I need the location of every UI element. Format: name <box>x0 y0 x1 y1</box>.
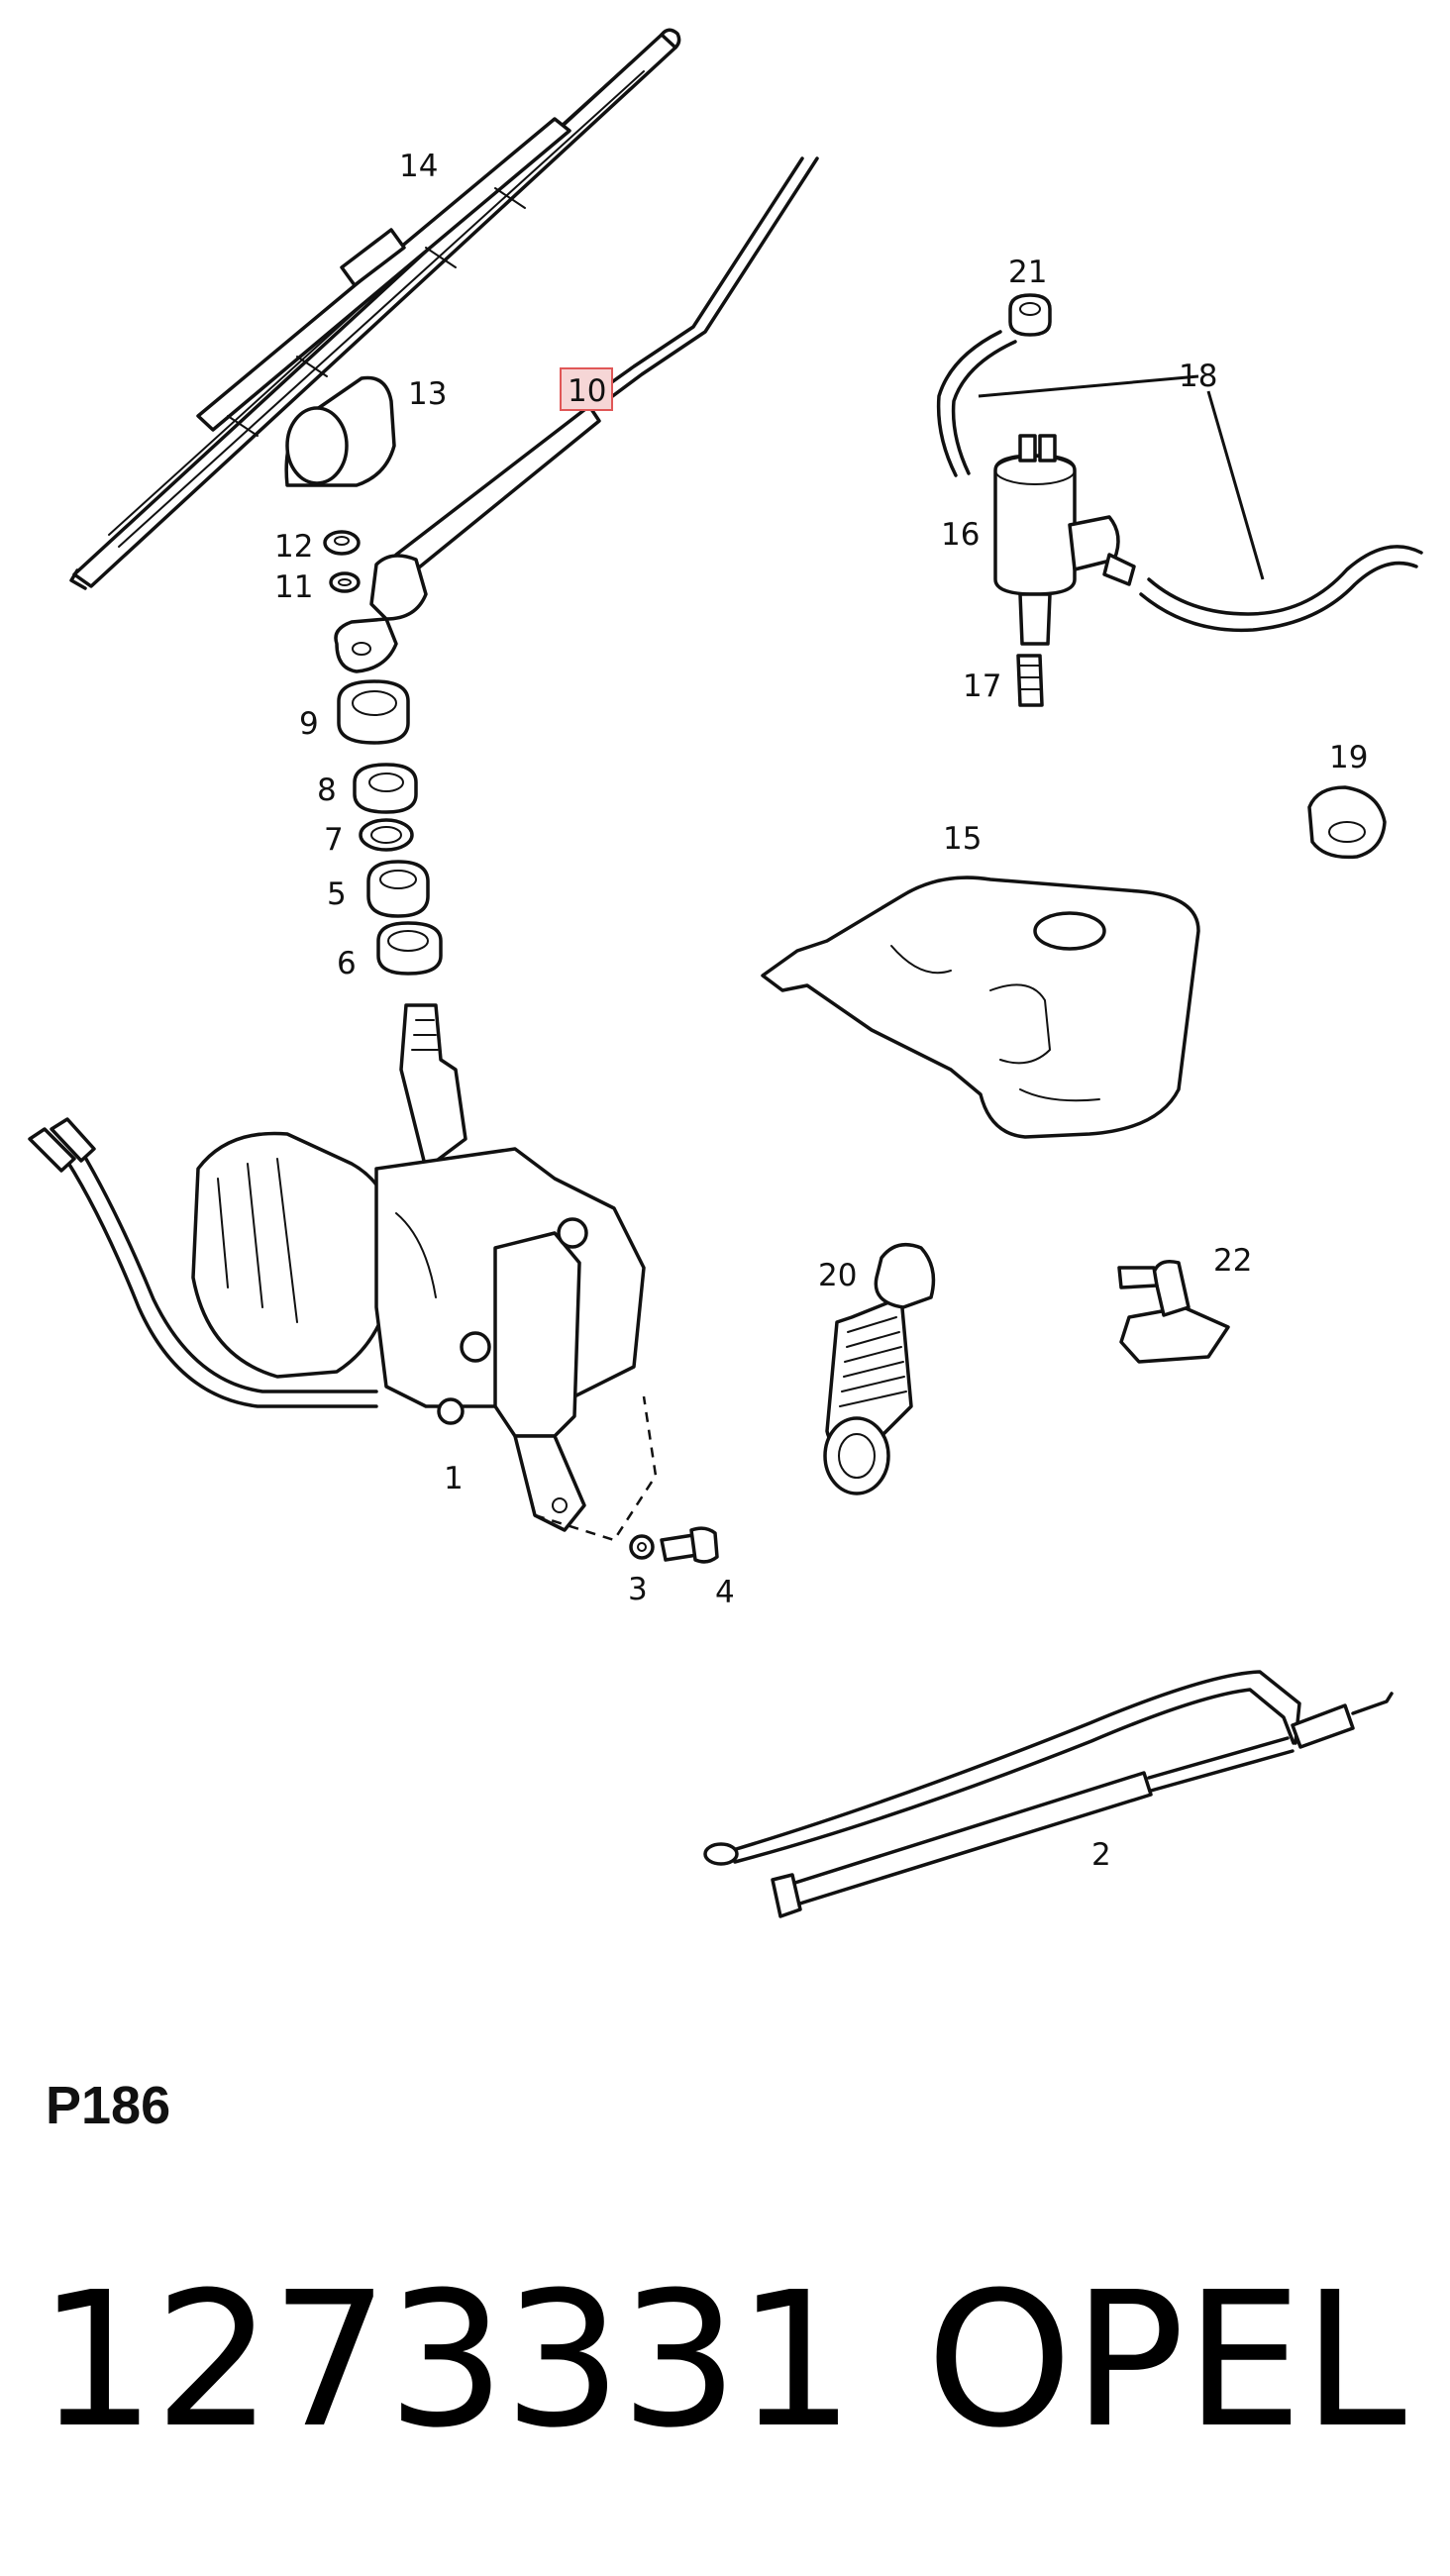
callout-label-18: 18 <box>1179 359 1217 394</box>
nozzle-part <box>1016 654 1044 707</box>
callout-label-20: 20 <box>818 1258 857 1293</box>
callout-label-19: 19 <box>1329 740 1368 775</box>
cap-part <box>284 375 396 487</box>
wiper-motor-part <box>28 1003 658 1542</box>
callout-label-17: 17 <box>963 669 1001 704</box>
part-number: 1273331 <box>38 2252 855 2469</box>
grommet-part <box>1008 293 1052 337</box>
connector-part <box>1117 1260 1230 1364</box>
callout-label-10: 10 <box>568 373 606 409</box>
callout-label-7: 7 <box>324 822 344 858</box>
callout-label-2: 2 <box>1091 1837 1111 1873</box>
bushing-stack <box>337 679 443 976</box>
callout-label-15: 15 <box>943 821 982 857</box>
callout-label-16: 16 <box>941 517 980 553</box>
callout-label-5: 5 <box>327 876 347 912</box>
wiper-blade-part <box>69 28 681 590</box>
page-code: P186 <box>46 2076 171 2135</box>
callout-label-14: 14 <box>399 149 438 184</box>
lock-washer-part <box>629 1534 655 1560</box>
callout-label-11: 11 <box>274 569 313 605</box>
callout-label-8: 8 <box>317 773 337 808</box>
callout-label-13: 13 <box>408 376 447 412</box>
callout-label-1: 1 <box>444 1461 464 1496</box>
callout-label-9: 9 <box>299 706 319 742</box>
callout-highlight-box <box>560 367 613 411</box>
callout-label-6: 6 <box>337 946 357 981</box>
callout-label-21: 21 <box>1008 255 1047 290</box>
callout-label-12: 12 <box>274 529 313 565</box>
washer-reservoir-part <box>761 876 1200 1139</box>
leader-lines <box>978 374 1265 580</box>
nut-part <box>323 530 361 556</box>
callout-label-3: 3 <box>628 1572 648 1607</box>
callout-label-22: 22 <box>1213 1243 1252 1279</box>
bolt-part <box>660 1526 719 1564</box>
brand-name: OPEL <box>926 2252 1406 2469</box>
washer-part <box>329 571 361 593</box>
wiper-arm-part <box>334 156 819 673</box>
callout-label-4: 4 <box>715 1575 735 1610</box>
plug-part <box>1307 785 1387 860</box>
elbow-hose-part <box>823 1242 936 1495</box>
wiring-harness-part <box>703 1670 1394 1918</box>
washer-pump-part <box>993 434 1136 646</box>
hose-part <box>936 330 1423 633</box>
